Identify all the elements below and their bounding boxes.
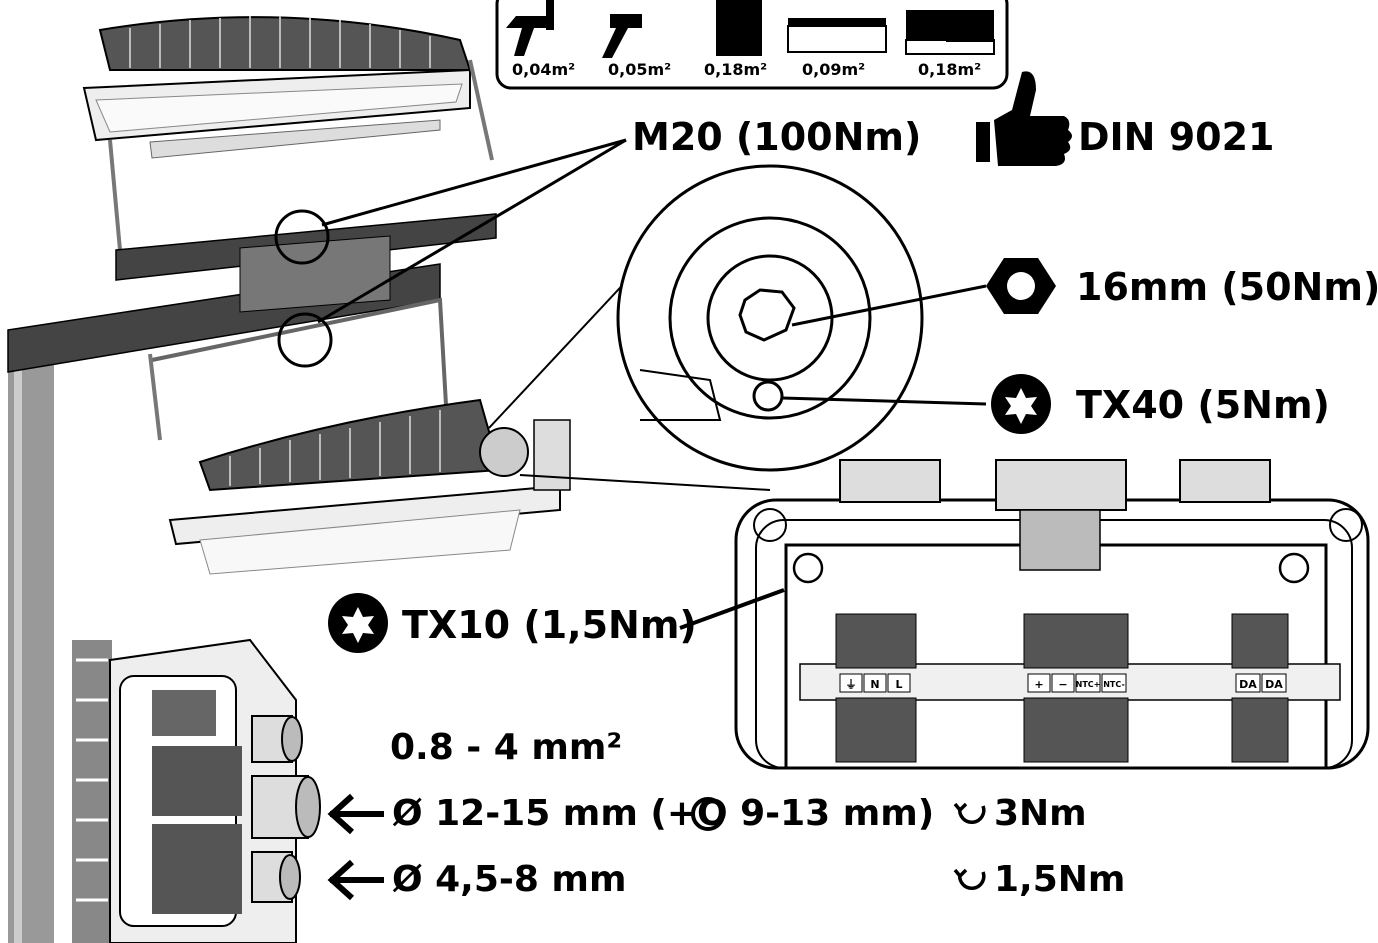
- terminal-l: L: [895, 678, 902, 691]
- terminal-ntc-plus: NTC+: [1076, 680, 1101, 689]
- tx10-torque-label: TX10 (1,5Nm): [402, 603, 697, 647]
- arrow-left-icon: [327, 793, 384, 901]
- terminal-n: N: [870, 678, 879, 691]
- pole-side-mount-icon: [506, 0, 554, 56]
- gland-small-torque: 1,5Nm: [994, 859, 1126, 900]
- terminal-da-1: DA: [1239, 678, 1257, 691]
- torx-icon: [991, 374, 1051, 434]
- wire-section-label: 0.8 - 4 mm²: [390, 727, 623, 768]
- vertical-mount-icon: [716, 0, 762, 56]
- terminal-da-2: DA: [1265, 678, 1283, 691]
- cable-gland-small: [251, 851, 301, 903]
- cable-gland-top: [251, 715, 303, 763]
- m20-bolt-markers: [274, 138, 627, 368]
- hex-nut-icon: [986, 258, 1056, 314]
- terminal-plus: +: [1034, 678, 1043, 691]
- area-label-2: 0,05m²: [608, 60, 672, 79]
- tx40-torque-label: TX40 (5Nm): [1076, 383, 1330, 427]
- terminal-minus: −: [1058, 678, 1067, 691]
- driver-housing: [72, 638, 321, 943]
- mounting-pole: [7, 235, 441, 943]
- area-label-4: 0,09m²: [802, 60, 866, 79]
- gland-large-label: Ø 12-15 mm (+O 9-13 mm): [392, 793, 935, 834]
- terminal-earth: ⏚: [846, 678, 857, 691]
- area-label-5: 0,18m²: [918, 60, 982, 79]
- horizontal-mount-icon: [787, 18, 887, 53]
- cable-gland-large: [251, 775, 321, 839]
- hinge-detail-zoom: [488, 164, 924, 491]
- wind-area-panel: [495, 0, 1009, 90]
- box-mount-icon: [905, 10, 995, 55]
- din-washer-label: DIN 9021: [1078, 115, 1275, 159]
- m20-bolt-label: M20 (100Nm): [632, 115, 922, 159]
- lower-floodlight: [148, 297, 571, 575]
- rotate-icon: [953, 802, 986, 890]
- pole-angle-mount-icon: [602, 14, 642, 58]
- terminal-ntc-minus: NTC-: [1103, 680, 1125, 689]
- thumbs-up-icon: [976, 71, 1072, 166]
- washer-icon: [691, 797, 725, 831]
- gland-large-torque: 3Nm: [994, 793, 1087, 834]
- area-label-3: 0,18m²: [704, 60, 768, 79]
- terminal-box-detail: ⏚ N L + − NTC+ NTC- DA DA: [734, 459, 1370, 770]
- gland-small-label: Ø 4,5-8 mm: [392, 859, 627, 900]
- hex-torque-label: 16mm (50Nm): [1076, 265, 1378, 309]
- upper-floodlight: [82, 16, 497, 281]
- torx-icon-small: [328, 593, 388, 653]
- area-label-1: 0,04m²: [512, 60, 576, 79]
